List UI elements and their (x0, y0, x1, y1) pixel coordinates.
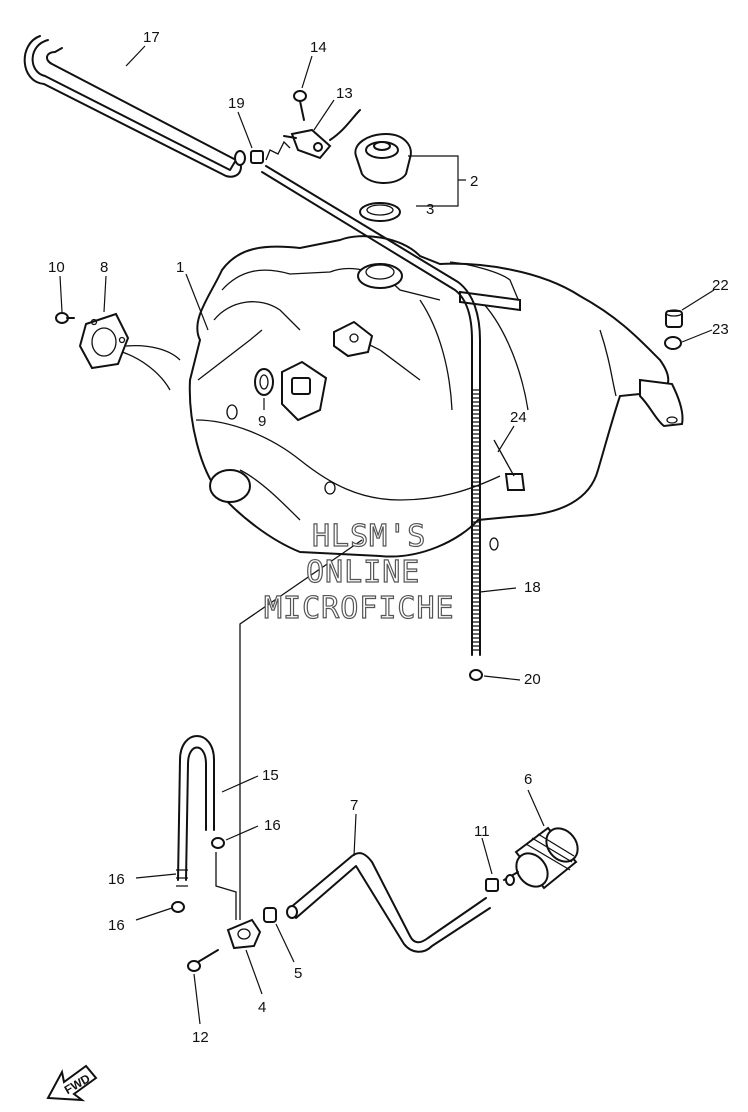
label-6: 6 (524, 771, 532, 788)
watermark-line-1: HLSM'S (312, 519, 426, 554)
hose-17 (176, 869, 188, 887)
fuel-filter-6 (503, 826, 579, 890)
breather-hose-19 (261, 165, 481, 656)
label-16-upper: 16 (264, 817, 281, 834)
label-4: 4 (258, 999, 266, 1016)
label-11: 11 (474, 823, 490, 840)
hose-clip-21 (469, 669, 483, 681)
label-13: 13 (336, 85, 353, 102)
label-8: 8 (100, 259, 108, 276)
clip-16-upper (211, 837, 225, 849)
hose-15 (177, 735, 215, 881)
watermark-line-2: ONLINE (306, 555, 420, 590)
fuel-sender-gasket-8 (78, 312, 181, 391)
bolt-14 (293, 90, 307, 121)
collar-22 (665, 309, 683, 328)
hose-clamp-11 (485, 878, 499, 892)
bolt-12 (187, 949, 219, 972)
label-22: 22 (712, 277, 729, 294)
breather-fitting-13 (283, 109, 361, 160)
screw-10 (55, 312, 75, 324)
label-21: 20 (524, 671, 541, 688)
part-labels: 17 14 19 13 2 3 1 10 8 9 22 23 24 18 20 … (48, 29, 729, 1046)
breather-pipe-18 (23, 35, 246, 178)
label-9: 9 (258, 413, 266, 430)
fuel-cock-4 (226, 918, 262, 950)
fuel-cap-2 (354, 132, 412, 184)
label-2: 2 (470, 173, 478, 190)
label-5: 5 (294, 965, 302, 982)
hose-clip-20 (250, 150, 264, 164)
label-24: 24 (510, 409, 527, 426)
cap-gasket-3 (359, 202, 401, 222)
label-15: 15 (262, 767, 279, 784)
label-19: 18 (524, 579, 541, 596)
label-18: 17 (143, 29, 160, 46)
fuel-hose-7 (286, 852, 491, 953)
label-17: 16 (108, 871, 125, 888)
clip-16-lower (171, 901, 185, 913)
damper-23 (664, 336, 682, 350)
label-3: 3 (426, 201, 434, 218)
leader-lines (59, 45, 715, 1025)
label-14: 14 (310, 39, 327, 56)
watermark-line-3: MICROFICHE (264, 591, 455, 626)
watermark: HLSM'S ONLINE MICROFICHE (263, 518, 455, 626)
label-23: 23 (712, 321, 729, 338)
label-12: 12 (192, 1029, 209, 1046)
label-16-lower: 16 (108, 917, 125, 934)
fwd-arrow-icon: FWD (46, 1064, 98, 1102)
label-1: 1 (176, 259, 184, 276)
label-7: 7 (350, 797, 358, 814)
label-10: 10 (48, 259, 65, 276)
hose-clip-5 (263, 907, 277, 923)
fuel-tank-1 (188, 235, 684, 558)
label-20: 19 (228, 95, 245, 112)
